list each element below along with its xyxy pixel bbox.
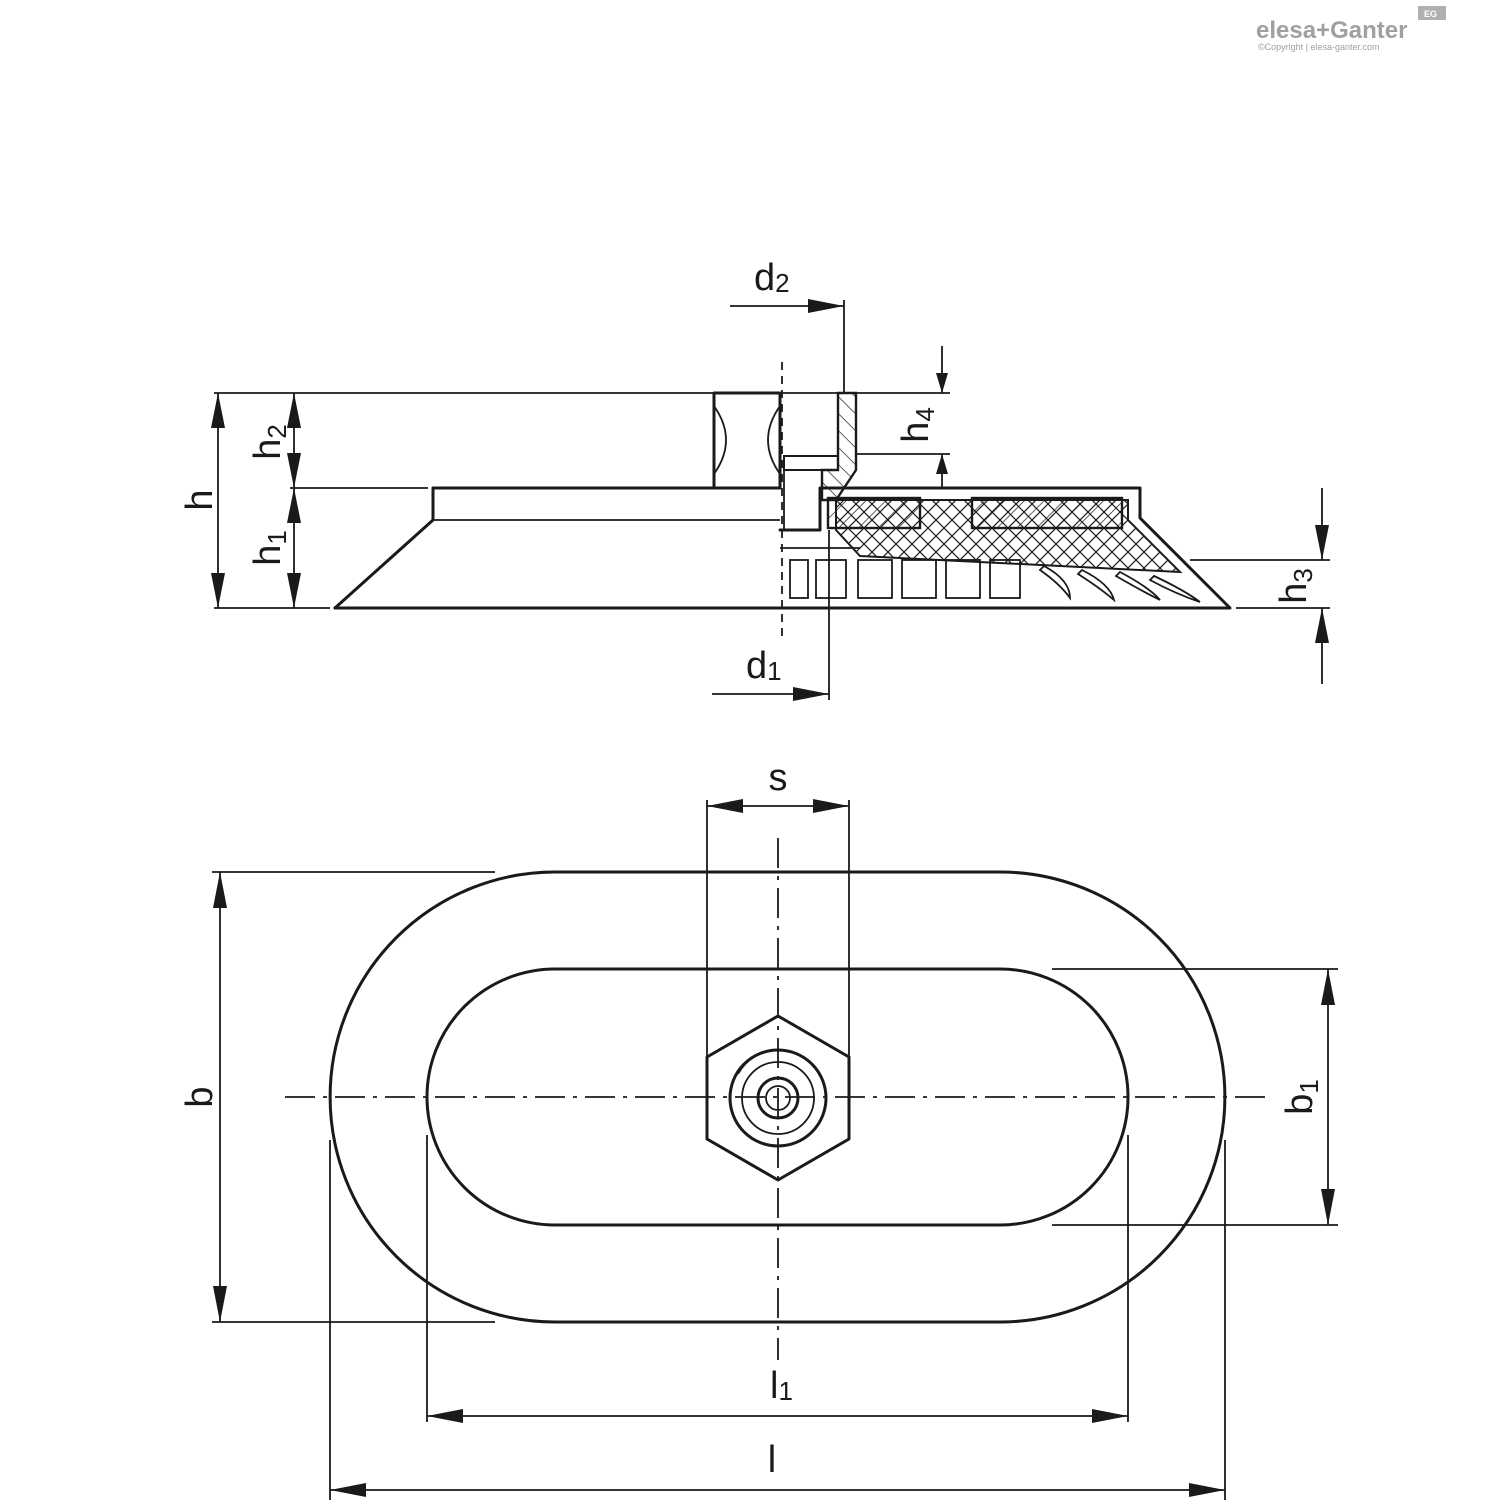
dim-h2-arrow-bottom: [287, 453, 301, 488]
dim-d2: d2: [730, 257, 844, 313]
label-h1: h1: [247, 530, 292, 566]
dim-h4-arrow-bottom: [936, 454, 948, 474]
logo-badge-box: [1418, 6, 1446, 20]
dim-b-arrow-top: [213, 872, 227, 908]
dim-l-arrow-right: [1189, 1483, 1225, 1497]
logo-copyright-text: ©Copyright | elesa-ganter.com: [1258, 42, 1380, 52]
dim-l1: l1: [427, 1365, 1128, 1423]
label-h4: h4: [895, 407, 940, 443]
rib-9: [1114, 570, 1161, 601]
stud-shoulder: [783, 455, 839, 471]
hex-nut-left: [712, 391, 782, 490]
pad-outline-left: [333, 486, 782, 610]
dim-h-arrow-bottom: [211, 573, 225, 608]
label-l1: l1: [770, 1365, 793, 1407]
metal-insert-right: [970, 496, 1124, 530]
label-l: l: [768, 1439, 776, 1481]
dim-l1-arrow-right: [1092, 1409, 1128, 1423]
label-b: b: [179, 1086, 221, 1107]
rib-7: [1038, 564, 1071, 601]
nut-thread-arc: [737, 1048, 821, 1077]
dim-b1-arrow-top: [1321, 969, 1335, 1005]
rib-2: [815, 559, 847, 599]
dim-d1: d1: [712, 645, 829, 701]
label-s: s: [769, 757, 788, 799]
dim-h-arrow-top: [211, 393, 225, 428]
rib-4: [901, 559, 937, 599]
metal-insert-left: [826, 496, 922, 530]
dim-h3-arrow-bottom: [1315, 608, 1329, 643]
dim-h: h: [179, 393, 225, 608]
logo-brand-text: elesa+Ganter: [1256, 17, 1407, 44]
dim-s-arrow-right: [813, 799, 849, 813]
outer-stadium: [328, 870, 1227, 1324]
dim-s: s: [707, 757, 849, 813]
dim-b1: b1: [1279, 969, 1335, 1225]
top-view: s b b1 l1 l: [179, 757, 1338, 1500]
cup-outline-right: [778, 486, 1232, 610]
label-d1: d1: [746, 645, 782, 687]
dim-h1: h1: [247, 488, 301, 608]
dim-b: b: [179, 872, 227, 1322]
suction-ribs: [789, 559, 1201, 603]
label-d2: d2: [754, 257, 790, 299]
dim-b-arrow-bottom: [213, 1286, 227, 1322]
label-h3: h3: [1273, 568, 1318, 604]
dim-h3: h3: [1273, 488, 1329, 684]
rib-3: [857, 559, 893, 599]
dim-l-arrow-left: [330, 1483, 366, 1497]
rib-8: [1076, 568, 1116, 603]
dim-h4: h4: [895, 346, 948, 488]
rib-6: [989, 559, 1021, 599]
dim-h1-arrow-top: [287, 488, 301, 523]
dim-h3-arrow-top: [1315, 525, 1329, 560]
rib-10: [1148, 574, 1201, 603]
label-h: h: [179, 489, 221, 510]
inner-stadium: [425, 967, 1130, 1227]
logo-badge-text: EG: [1424, 9, 1437, 19]
dim-d1-arrow: [793, 687, 829, 701]
hex-nut-curve-2: [767, 405, 781, 475]
dim-d2-arrow: [808, 299, 844, 313]
dim-h2: h2: [247, 393, 301, 488]
label-b1: b1: [1279, 1079, 1324, 1115]
dim-l1-arrow-left: [427, 1409, 463, 1423]
stud-section: [820, 391, 858, 502]
hex-nut-curve-1: [713, 405, 727, 475]
dim-b1-arrow-bottom: [1321, 1189, 1335, 1225]
dim-h4-arrow-top: [936, 373, 948, 393]
rib-5: [945, 559, 981, 599]
label-h2: h2: [247, 424, 292, 460]
side-view: h h2 h1 h4 h3: [179, 257, 1330, 701]
dim-l: l: [330, 1439, 1225, 1497]
brand-logo: elesa+Ganter EG ©Copyright | elesa-gante…: [1256, 6, 1446, 52]
rib-1: [789, 559, 809, 599]
dim-h1-arrow-bottom: [287, 573, 301, 608]
side-view-exterior: [333, 391, 782, 610]
side-view-section: [778, 391, 1232, 610]
dim-h2-arrow-top: [287, 393, 301, 428]
dim-s-arrow-left: [707, 799, 743, 813]
